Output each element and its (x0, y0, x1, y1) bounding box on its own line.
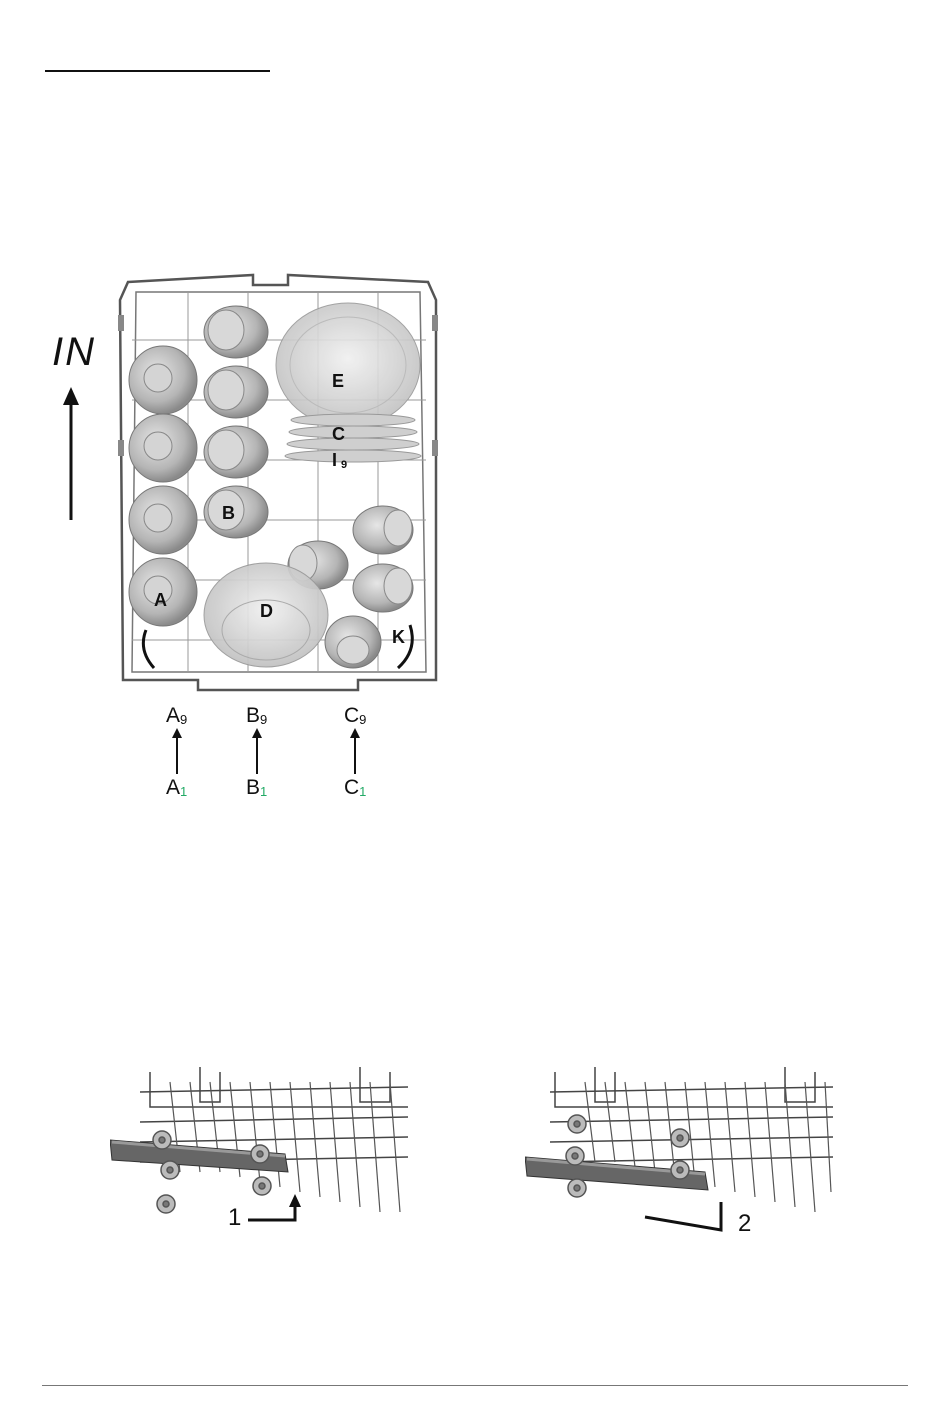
label-a: A (154, 590, 167, 610)
label-c: C (332, 424, 345, 444)
label-b-top: B9 (246, 704, 267, 728)
upper-basket-illustration: E C I 9 B A D K (118, 270, 438, 695)
arrow-up-icon (248, 728, 268, 776)
header-rule (45, 70, 270, 72)
arrow-up-icon (346, 728, 366, 776)
footer-rule (42, 1385, 908, 1386)
label-d: D (260, 601, 273, 621)
label-i: I (332, 450, 337, 470)
rail-adjust-illustration-step-1 (110, 1062, 412, 1232)
rail-adjust-illustration-step-2 (525, 1062, 835, 1232)
step-number-2: 2 (738, 1210, 751, 1238)
label-b: B (222, 503, 235, 523)
direction-arrow-icon (55, 385, 87, 525)
direction-label: IN (52, 330, 96, 375)
arrow-up-icon (168, 728, 188, 776)
label-k: K (392, 627, 405, 647)
step-number-1: 1 (228, 1204, 241, 1232)
label-c-top: C9 (344, 704, 366, 728)
label-a-bottom: A1 (166, 776, 187, 800)
label-c-bottom: C1 (344, 776, 366, 800)
label-e: E (332, 371, 344, 391)
label-i-sub: 9 (341, 459, 347, 471)
label-b-bottom: B1 (246, 776, 267, 800)
label-a-top: A9 (166, 704, 187, 728)
